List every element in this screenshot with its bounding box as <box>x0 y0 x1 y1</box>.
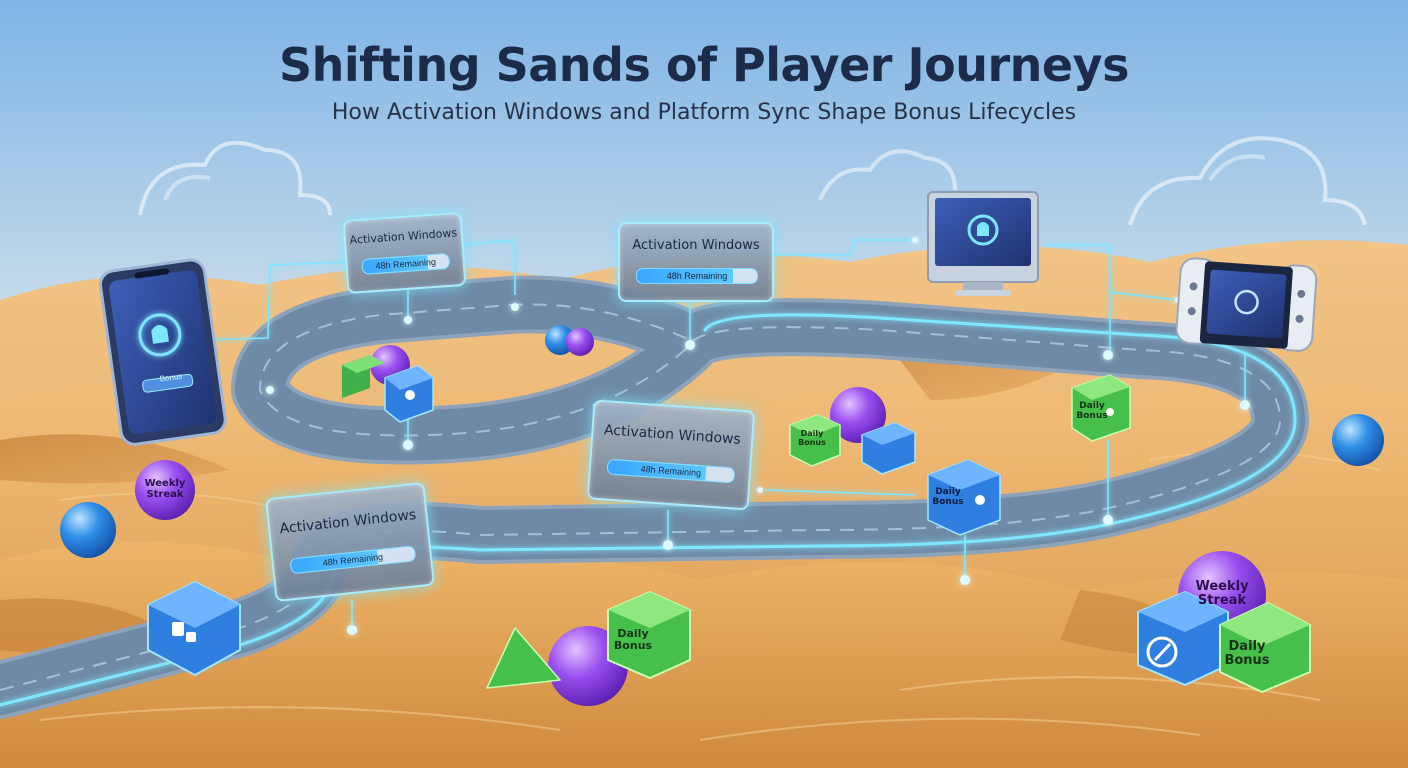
handheld-console <box>1175 257 1318 352</box>
daily-bonus-label: Daily Bonus <box>1076 401 1108 421</box>
timer-label: 48h Remaining <box>322 551 384 568</box>
activation-panel-title: Activation Windows <box>603 422 742 448</box>
timer-bar: 48h Remaining <box>636 268 758 284</box>
activation-panel-1: Activation Windows 48h Remaining <box>342 211 467 295</box>
weekly-streak-label: Weekly Streak <box>144 478 186 500</box>
activation-panel-3: Activation Windows 48h Remaining <box>586 399 756 511</box>
dune-near <box>0 542 1408 768</box>
activation-panel-title: Activation Windows <box>278 506 417 538</box>
activation-panel-title: Activation Windows <box>349 226 458 247</box>
timer-bar: 48h Remaining <box>606 458 736 484</box>
orbs <box>60 325 1384 706</box>
pyramid <box>486 627 561 689</box>
cloud-right <box>1128 136 1367 226</box>
timer-bar: 48h Remaining <box>289 545 417 575</box>
timer-label: 48h Remaining <box>640 463 702 479</box>
daily-bonus-label: Daily Bonus <box>1224 639 1270 669</box>
connector-lines <box>204 239 1246 630</box>
link-icon <box>1146 636 1178 668</box>
daily-bonus-label: Daily Bonus <box>613 627 653 653</box>
page-subtitle: How Activation Windows and Platform Sync… <box>331 100 1077 125</box>
track-lane-line <box>0 303 1282 691</box>
smartphone <box>98 258 227 446</box>
daily-bonus-label: Daily Bonus <box>798 429 826 447</box>
weekly-streak-label: Weekly Streak <box>1195 579 1249 609</box>
activation-panel-2: Activation Windows 48h Remaining <box>618 222 774 302</box>
timer-bar-fill <box>637 269 733 283</box>
timer-label: 48h Remaining <box>375 256 437 272</box>
timer-label: 48h Remaining <box>666 271 728 281</box>
activation-panel-title: Activation Windows <box>632 238 760 253</box>
desktop-monitor <box>927 191 1039 296</box>
cloud-center <box>818 149 957 201</box>
shuffle-icon <box>172 390 1114 642</box>
connector-nodes <box>205 237 1250 635</box>
activation-panel-4: Activation Windows 48h Remaining <box>265 481 435 603</box>
page-title: Shifting Sands of Player Journeys <box>279 38 1129 92</box>
timer-bar: 48h Remaining <box>361 252 451 275</box>
daily-bonus-label: Daily Bonus <box>932 487 964 507</box>
cloud-left <box>138 140 332 216</box>
